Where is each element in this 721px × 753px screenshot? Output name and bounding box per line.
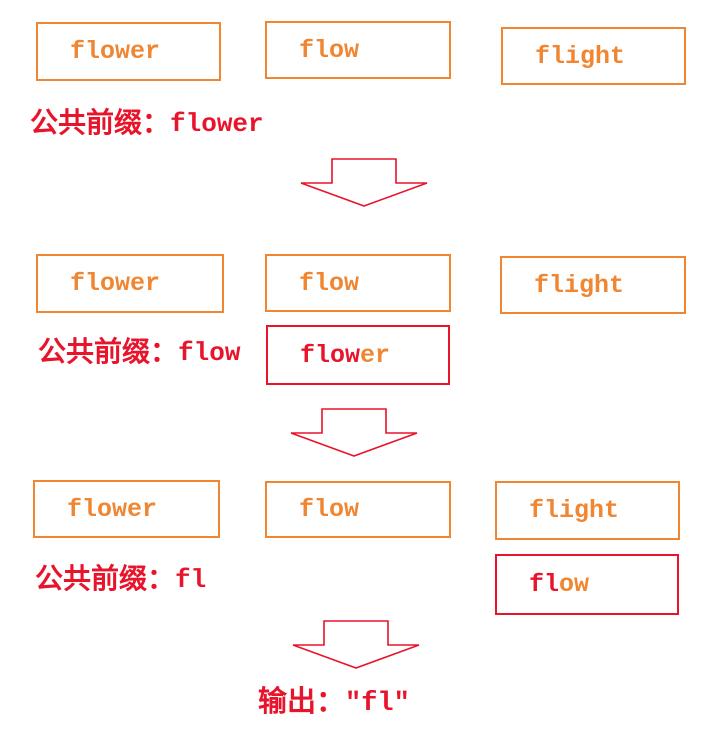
word-text: flow [299, 35, 360, 65]
remainder-text: ow [559, 570, 590, 599]
word-box-flower-row2: flower [36, 254, 224, 313]
prefix-label-text: 公共前缀： [35, 562, 176, 595]
word-box-flower-row1: flower [36, 22, 221, 81]
word-text: flight [535, 41, 626, 71]
word-box-flow-row2: flow [265, 254, 451, 312]
output-value: ″fl″ [345, 689, 410, 719]
prefix-label-text: 公共前缀： [30, 106, 171, 139]
matched-prefix-text: flow [300, 340, 361, 370]
prefix-label-value: flower [170, 109, 264, 139]
word-text: flow [299, 495, 360, 524]
prefix-label-3: 公共前缀：fl [35, 563, 206, 600]
word-text: flower [67, 494, 158, 524]
prefix-label-2: 公共前缀：flow [38, 336, 240, 373]
remainder-text: er [360, 340, 391, 370]
word-box-flight-row1: flight [501, 27, 686, 85]
word-text: flight [529, 496, 620, 525]
down-arrow-icon [300, 158, 428, 207]
word-box-flow-row1: flow [265, 21, 451, 79]
output-label: 输出：″fl″ [258, 684, 410, 724]
compare-box-flow: flow [495, 554, 679, 615]
compare-word: flower [300, 341, 390, 370]
word-text: flower [70, 269, 161, 298]
prefix-label-text: 公共前缀： [38, 335, 179, 368]
word-box-flower-row3: flower [33, 480, 220, 538]
output-label-text: 输出： [258, 684, 346, 718]
prefix-label-1: 公共前缀：flower [30, 107, 264, 144]
compare-box-flower: flower [266, 325, 450, 385]
prefix-label-value: flow [178, 338, 241, 368]
word-text: flow [299, 268, 360, 298]
compare-word: flow [529, 570, 589, 599]
word-box-flow-row3: flow [265, 481, 451, 538]
down-arrow-icon [292, 620, 420, 669]
word-box-flight-row3: flight [495, 481, 680, 540]
word-text: flower [70, 37, 161, 66]
word-box-flight-row2: flight [500, 256, 686, 314]
prefix-label-value: fl [175, 565, 207, 595]
word-text: flight [534, 270, 625, 300]
matched-prefix-text: fl [529, 570, 560, 599]
down-arrow-icon [290, 408, 418, 457]
